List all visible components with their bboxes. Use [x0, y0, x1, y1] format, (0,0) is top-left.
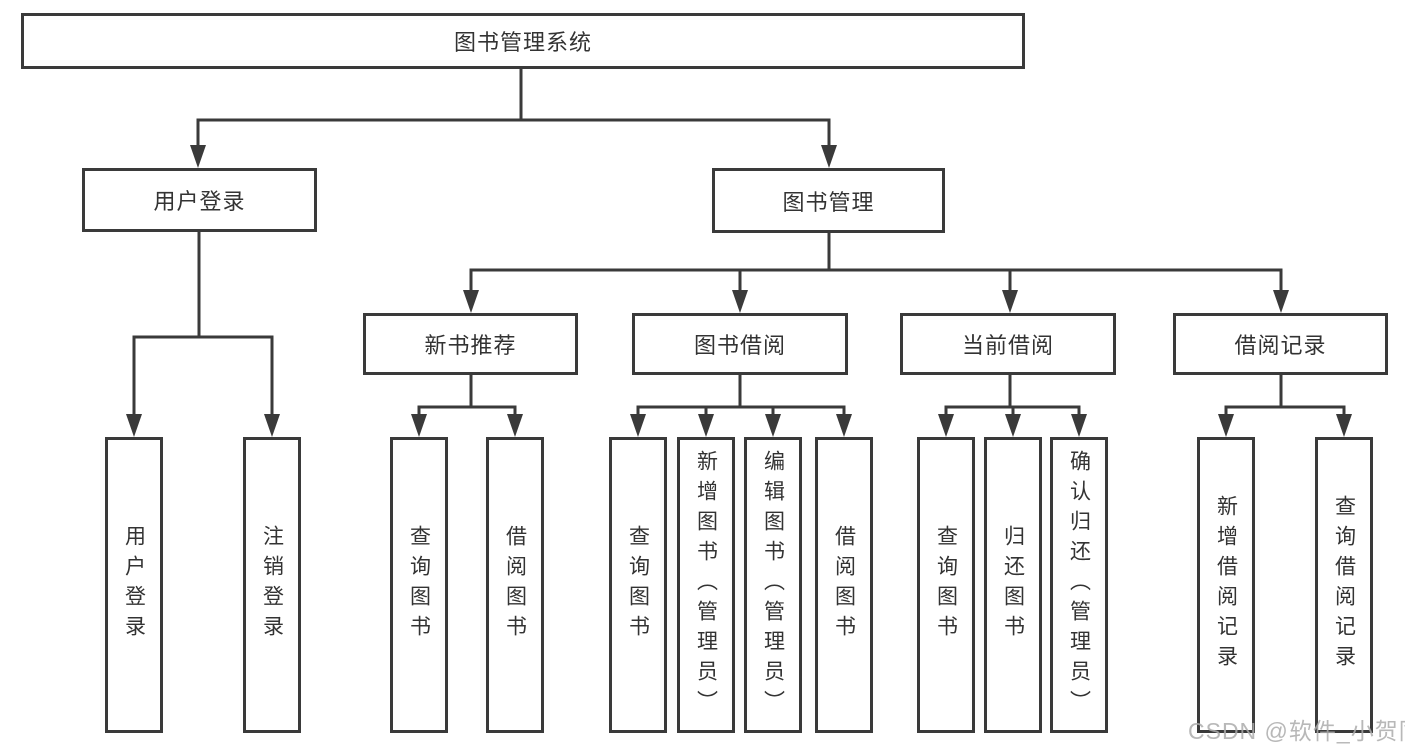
- leaf-rec-query-books-label: 查询图书: [407, 525, 431, 645]
- leaf-cb-confirm-return-label: 确认归还（管理员）: [1067, 450, 1091, 720]
- leaf-br-add-record-label: 新增借阅记录: [1214, 495, 1238, 675]
- node-book-borrowing: 图书借阅: [632, 313, 848, 375]
- node-user-login: 用户登录: [82, 168, 317, 232]
- node-book-management-label: 图书管理: [782, 189, 875, 215]
- node-borrowing-records-label: 借阅记录: [1234, 333, 1327, 358]
- leaf-rec-borrow-books-label: 借阅图书: [503, 525, 527, 645]
- leaf-user-login-label: 用户登录: [122, 525, 146, 645]
- leaf-bb-borrow-books: 借阅图书: [815, 437, 873, 733]
- node-new-book-recommendation: 新书推荐: [363, 313, 578, 375]
- leaf-user-login: 用户登录: [105, 437, 163, 733]
- leaf-bb-borrow-books-label: 借阅图书: [832, 525, 856, 645]
- node-new-book-recommendation-label: 新书推荐: [424, 333, 517, 358]
- leaf-br-query-record-label: 查询借阅记录: [1332, 495, 1356, 675]
- csdn-watermark: CSDN @软件_小贺同学: [1188, 718, 1405, 744]
- leaf-br-query-record: 查询借阅记录: [1315, 437, 1373, 733]
- node-library-management-system: 图书管理系统: [21, 13, 1025, 69]
- leaf-cb-query-books-label: 查询图书: [934, 525, 958, 645]
- leaf-rec-query-books: 查询图书: [390, 437, 448, 733]
- node-current-borrowing: 当前借阅: [900, 313, 1116, 375]
- node-library-management-system-label: 图书管理系统: [453, 30, 592, 55]
- leaf-bb-add-books-label: 新增图书（管理员）: [694, 450, 718, 720]
- leaf-bb-query-books-label: 查询图书: [626, 525, 650, 645]
- leaf-cb-return-books: 归还图书: [984, 437, 1042, 733]
- node-book-management: 图书管理: [712, 168, 945, 233]
- leaf-logout-label: 注销登录: [260, 525, 284, 645]
- leaf-cb-query-books: 查询图书: [917, 437, 975, 733]
- node-borrowing-records: 借阅记录: [1173, 313, 1388, 375]
- leaf-bb-edit-books: 编辑图书（管理员）: [744, 437, 802, 733]
- node-book-borrowing-label: 图书借阅: [693, 333, 786, 358]
- leaf-br-add-record: 新增借阅记录: [1197, 437, 1255, 733]
- node-current-borrowing-label: 当前借阅: [961, 333, 1054, 358]
- leaf-bb-add-books: 新增图书（管理员）: [677, 437, 735, 733]
- leaf-cb-confirm-return: 确认归还（管理员）: [1050, 437, 1108, 733]
- leaf-rec-borrow-books: 借阅图书: [486, 437, 544, 733]
- node-user-login-label: 用户登录: [153, 189, 246, 214]
- leaf-logout: 注销登录: [243, 437, 301, 733]
- leaf-bb-query-books: 查询图书: [609, 437, 667, 733]
- leaf-cb-return-books-label: 归还图书: [1001, 525, 1025, 645]
- leaf-bb-edit-books-label: 编辑图书（管理员）: [761, 450, 785, 720]
